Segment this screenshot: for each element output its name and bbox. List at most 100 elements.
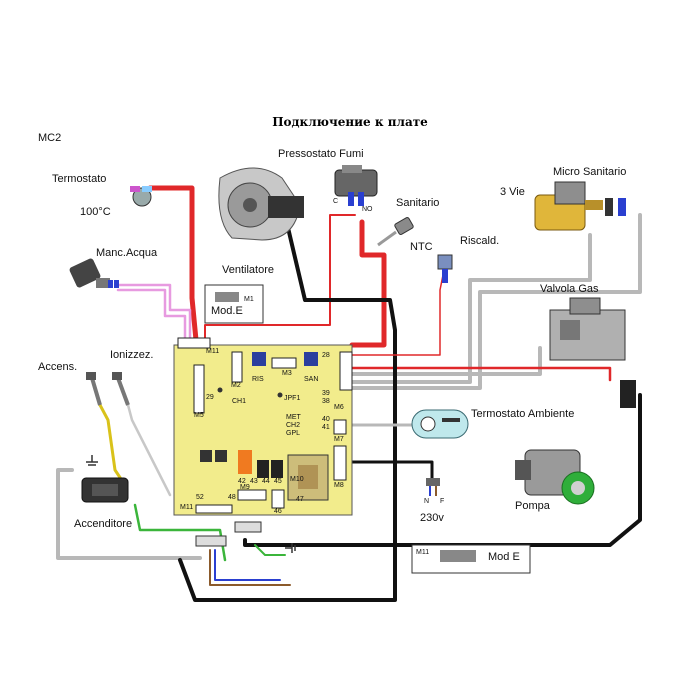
termostato-label: Termostato <box>52 173 107 185</box>
temp-100-label: 100°C <box>80 206 111 218</box>
page-title: Подключение к плате <box>272 115 428 129</box>
pot-san <box>304 352 318 366</box>
valvola-gas-device <box>549 297 636 408</box>
board-label-m11-bottom: M11 <box>180 504 194 511</box>
accenditore-device <box>81 477 129 503</box>
board-label-ch1: CH1 <box>232 398 247 405</box>
termostato-ambiente-label: Termostato Ambiente <box>471 408 575 420</box>
red-wire-valvola <box>350 366 612 382</box>
n-label: N <box>424 498 430 505</box>
board-label-48: 48 <box>228 494 236 501</box>
mc-label: MC2 <box>38 132 62 144</box>
connector-m5 <box>193 364 205 414</box>
manc-acqua-sensor <box>69 258 119 288</box>
board-label-m11-mod: M11 <box>416 549 430 556</box>
board-label-gpl: GPL <box>286 430 301 437</box>
ground-symbol-left <box>86 455 98 466</box>
control-board <box>173 337 353 516</box>
board-label-m8: M8 <box>334 482 344 489</box>
board-label-41: 41 <box>322 424 330 431</box>
relay-orange <box>238 450 252 474</box>
pompa-label: Pompa <box>515 500 550 512</box>
transformer-core <box>298 465 318 489</box>
connector-m2 <box>231 351 243 383</box>
connector-m11-top <box>177 337 211 349</box>
termostato-sensor <box>130 186 152 207</box>
board-label-39: 39 <box>322 390 330 397</box>
grey-wire-3vie <box>350 233 592 384</box>
ntc-label: NTC <box>410 241 433 253</box>
red-wire-ntc <box>351 264 446 356</box>
mod-e-bottom-box <box>411 544 531 574</box>
ground-symbol-bottom <box>285 543 296 553</box>
sanitario-ntc-probe <box>377 217 414 247</box>
board-label-42: 42 <box>238 478 246 485</box>
board-label-ch2: CH2 <box>286 422 301 429</box>
tre-vie-label: 3 Vie <box>500 186 525 198</box>
board-label-43: 43 <box>250 478 258 485</box>
grey-wire-ionizz <box>126 403 172 497</box>
micro-sanitario-label: Micro Sanitario <box>553 166 627 178</box>
black-wire-pompa <box>243 393 642 547</box>
chip-2 <box>215 450 227 462</box>
riscald-label: Riscald. <box>460 235 500 247</box>
pressostato-fumi-device <box>334 165 378 206</box>
connector-m9 <box>237 489 267 501</box>
pink-wire-manc-2 <box>116 288 187 342</box>
board-label-ris: RIS <box>252 376 264 383</box>
red-wire-pressostato <box>349 219 387 348</box>
grey-wire-bottom-loop <box>56 468 202 560</box>
board-label-san: SAN <box>304 376 319 383</box>
ionizz-electrode <box>112 372 130 406</box>
relay-black-2 <box>271 460 283 478</box>
valvola-gas-label: Valvola Gas <box>540 283 599 295</box>
board-label-jpf1: JPF1 <box>284 395 301 402</box>
board-label-40: 40 <box>322 416 330 423</box>
pot-ris <box>252 352 266 366</box>
board-label-44: 44 <box>262 478 270 485</box>
brown-wire-bottom <box>209 549 291 586</box>
accens-electrode <box>86 372 102 406</box>
contact-c-label: C <box>333 198 339 205</box>
pink-wire-manc <box>116 283 192 342</box>
sanitario-label: Sanitario <box>396 197 440 209</box>
blue-wire-bottom <box>214 549 281 581</box>
v230-label: 230v <box>420 512 444 524</box>
board-label-46: 46 <box>274 508 282 515</box>
connector-m7 <box>333 419 347 435</box>
ionizzez-label: Ionizzez. <box>110 349 154 361</box>
board-label-m9: M9 <box>240 484 250 491</box>
ventilatore-fan <box>218 167 304 241</box>
black-wire-230v <box>350 460 434 482</box>
relay-black-1 <box>257 460 269 478</box>
board-label-45: 45 <box>274 478 282 485</box>
contact-no-label: NO <box>362 206 373 213</box>
board-label-m2: M2 <box>231 382 241 389</box>
manc-acqua-label: Manc.Acqua <box>96 247 158 259</box>
ventilatore-label: Ventilatore <box>222 264 274 276</box>
230v-connector <box>426 478 440 496</box>
connector-m3 <box>271 357 297 369</box>
board-label-m11: M11 <box>206 348 220 355</box>
connector-m11-bottom <box>195 504 233 514</box>
f-label: F <box>440 498 445 505</box>
board-label-38: 38 <box>322 398 330 405</box>
board-label-28: 28 <box>322 352 330 359</box>
board-label-52: 52 <box>196 494 204 501</box>
black-wire-ventilatore <box>178 213 397 602</box>
pressostato-fumi-label: Pressostato Fumi <box>278 148 364 160</box>
connector-m6 <box>339 351 353 391</box>
chip-1 <box>200 450 212 462</box>
board-label-m7: M7 <box>334 436 344 443</box>
board-dot-1 <box>217 387 223 393</box>
red-thin-pressostato <box>204 214 356 346</box>
tre-vie-valve <box>534 181 626 231</box>
bottom-connector-1 <box>195 535 227 547</box>
accens-label: Accens. <box>38 361 78 373</box>
bottom-connector-2 <box>234 521 262 533</box>
riscald-ntc-probe <box>437 254 453 283</box>
board-label-47: 47 <box>296 496 304 503</box>
grey-wire-micro <box>350 213 642 390</box>
red-wire-termostato <box>147 185 199 343</box>
board-label-29: 29 <box>206 394 214 401</box>
